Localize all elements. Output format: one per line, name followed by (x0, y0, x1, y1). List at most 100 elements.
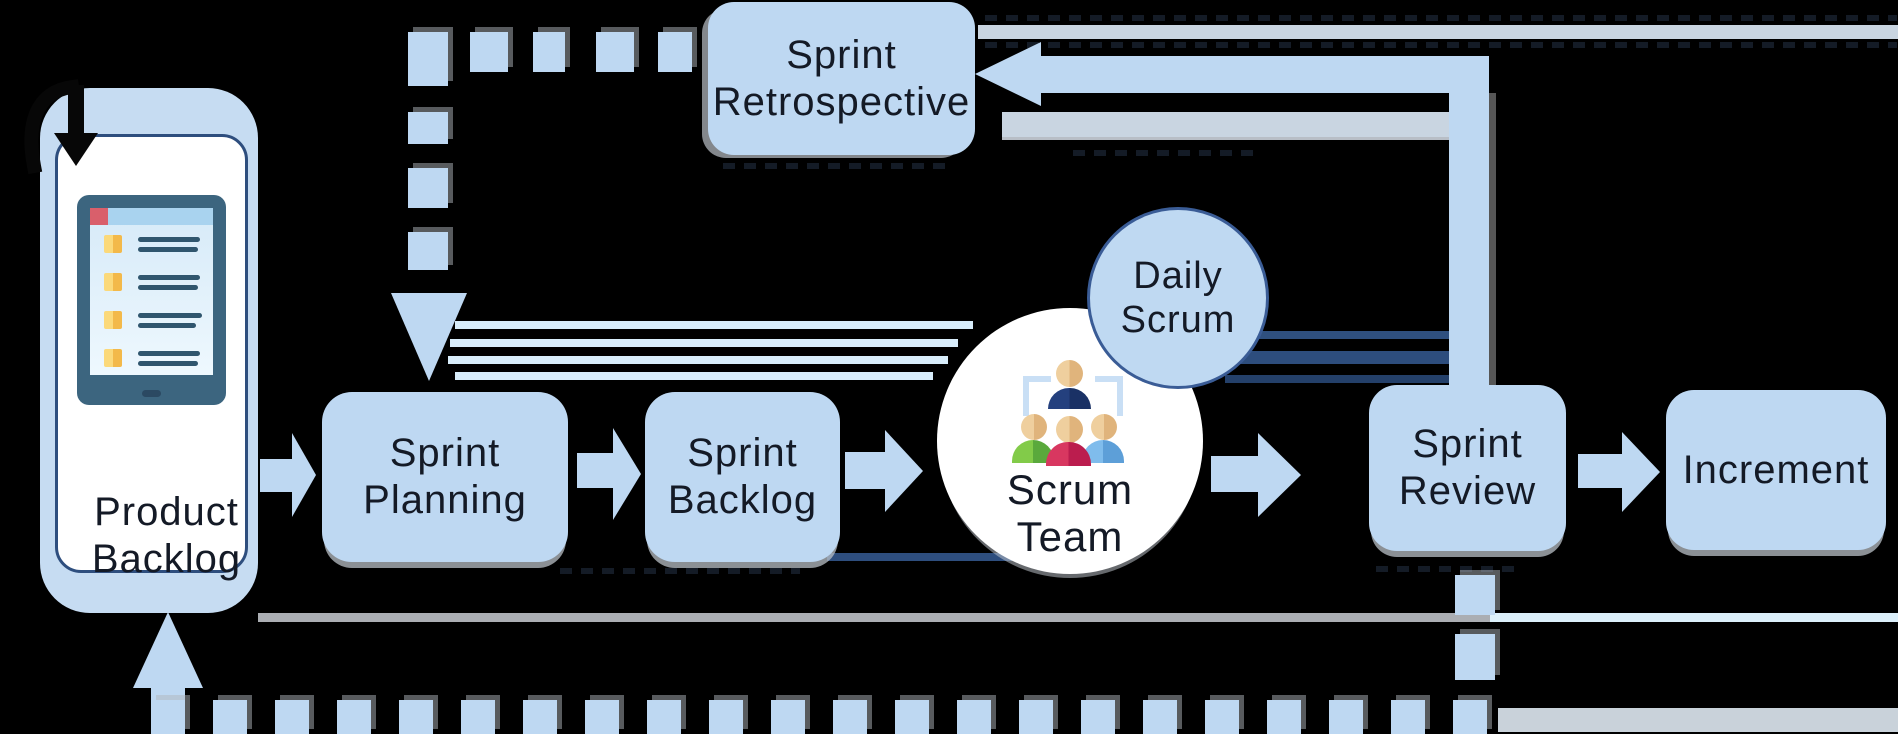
daily-scrum-label-line1: Daily (1133, 255, 1223, 297)
navy-speed-line (1240, 331, 1452, 339)
arrow-right-icon (1258, 433, 1301, 517)
bottom-loop-arrow-shaft (151, 686, 185, 702)
increment-label: Increment (1682, 447, 1870, 492)
dash-segment (647, 700, 681, 734)
arrow-planning-to-sprintbacklog-shaft (577, 453, 613, 488)
task-row (90, 349, 213, 371)
sticky-note-icon (104, 311, 122, 329)
shadow-dash-line (1073, 150, 1255, 156)
dash-segment (1329, 700, 1363, 734)
dash-segment (658, 32, 692, 72)
dash-segment (833, 700, 867, 734)
dash-segment (408, 168, 448, 208)
dash-segment (1391, 700, 1425, 734)
dash-segment (461, 700, 495, 734)
task-line (138, 285, 198, 290)
dash-segment (1455, 575, 1495, 615)
dash-segment (408, 232, 448, 270)
review-to-retro-horizontal (1038, 56, 1489, 93)
product-backlog-label-line2: Backlog (91, 537, 242, 581)
person-shirt-crimson (1046, 442, 1091, 466)
task-line (138, 361, 198, 366)
review-to-retro-vertical (1449, 56, 1489, 388)
daily-scrum-label-line2: Scrum (1120, 299, 1236, 341)
dash-segment (275, 700, 309, 734)
daily-scrum-node: Daily Scrum (1087, 207, 1269, 389)
sprint-backlog-label-line1: Sprint (687, 431, 798, 475)
review-to-retro-vertical-shadow (1489, 93, 1496, 388)
sprint-retrospective-label-line1: Sprint (786, 32, 897, 77)
scrum-team-label-line1: Scrum (1006, 466, 1134, 513)
cyan-speed-line (455, 372, 933, 380)
dash-segment (1143, 700, 1177, 734)
task-line (138, 313, 202, 318)
shadow-dash-line (723, 163, 947, 169)
task-line (138, 323, 196, 328)
tablet-topbar (90, 208, 213, 225)
cyan-speed-line (450, 339, 958, 347)
shadow-dash-line (985, 15, 1897, 21)
arrow-review-to-increment-shaft (1578, 454, 1622, 488)
dash-segment (1453, 700, 1487, 734)
dash-segment (585, 700, 619, 734)
scrum-team-label: Scrum Team (937, 466, 1203, 560)
sprint-planning-label-line2: Planning (363, 478, 527, 522)
dash-segment (399, 700, 433, 734)
long-gray-line (258, 613, 1490, 622)
bottom-gray-band (1498, 708, 1898, 732)
arrow-right-icon (613, 428, 641, 520)
dash-segment (408, 32, 448, 86)
person-head (1021, 414, 1047, 440)
dash-segment (1267, 700, 1301, 734)
task-line (138, 237, 200, 242)
retro-arrowhead-left-icon (975, 42, 1041, 106)
dash-segment (1455, 634, 1495, 680)
dash-segment (213, 700, 247, 734)
task-row (90, 311, 213, 333)
person-shirt-blue (1082, 440, 1124, 463)
dash-segment (771, 700, 805, 734)
arrow-right-icon (1622, 432, 1660, 512)
dash-segment (470, 32, 508, 72)
task-row (90, 235, 213, 257)
arrow-backlog-to-planning-shaft (260, 459, 292, 492)
cyan-speed-line (448, 356, 948, 364)
arrow-team-to-review-shaft (1211, 456, 1258, 492)
dash-segment (1019, 700, 1053, 734)
retro-return-band-lower (1002, 112, 1449, 140)
dash-segment (895, 700, 929, 734)
arrow-right-icon (292, 433, 316, 517)
sprint-backlog-label-line2: Backlog (667, 478, 818, 522)
shadow-dash-line (985, 42, 1897, 48)
dash-segment (1081, 700, 1115, 734)
dash-segment (596, 32, 634, 72)
dash-segment (337, 700, 371, 734)
arrow-sprintbacklog-to-team-shaft (845, 452, 885, 489)
navy-line-under-circle (827, 553, 1012, 561)
dash-segment (523, 700, 557, 734)
dash-segment (533, 32, 565, 72)
product-backlog-node: Product Backlog (40, 88, 258, 613)
product-backlog-card: Product Backlog (55, 134, 248, 581)
dash-segment (709, 700, 743, 734)
dash-segment (1205, 700, 1239, 734)
sticky-note-icon (104, 273, 122, 291)
sprint-review-node: Sprint Review (1369, 385, 1566, 551)
sprint-review-label-line2: Review (1398, 469, 1537, 513)
tablet-task-list-icon (77, 195, 226, 405)
dash-segment (151, 700, 185, 734)
product-backlog-label: Product Backlog (73, 489, 260, 583)
product-backlog-label-line1: Product (94, 490, 239, 534)
person-head (1056, 360, 1083, 387)
tablet-home-button-icon (142, 390, 161, 397)
sprint-planning-node: Sprint Planning (322, 392, 568, 562)
dashed-path-arrowhead-down-icon (391, 293, 467, 381)
sprint-backlog-node: Sprint Backlog (645, 392, 840, 562)
person-shirt-navy (1048, 388, 1091, 409)
sprint-retrospective-node: Sprint Retrospective (708, 2, 975, 155)
task-row (90, 273, 213, 295)
shadow-dash-line (1376, 566, 1522, 572)
retro-return-band-top (978, 25, 1898, 39)
black-loop-arrow-icon (24, 79, 98, 175)
